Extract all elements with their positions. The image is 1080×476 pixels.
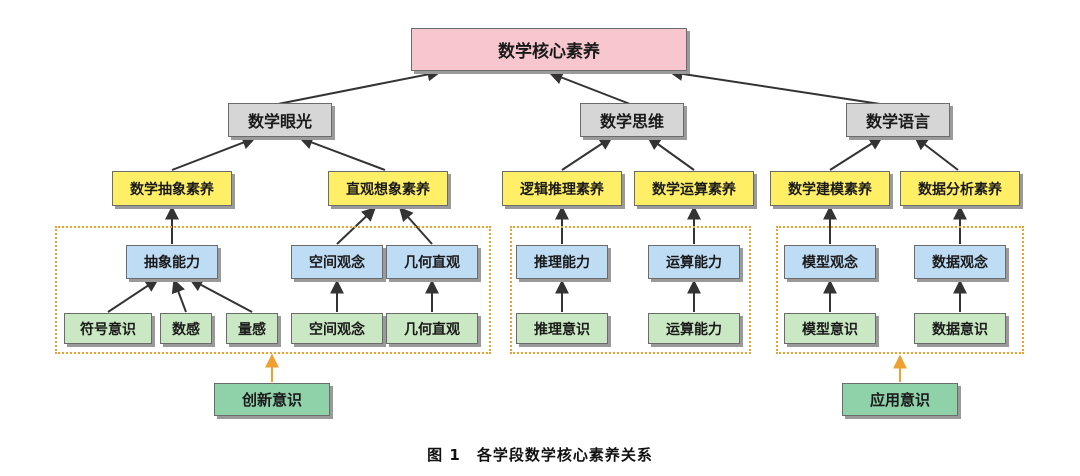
awareness-node: 数据意识 [914,313,1006,344]
awareness-node: 量感 [226,313,278,344]
dimension-node: 数学语言 [846,103,950,137]
literacy-node: 数学建模素养 [770,171,890,206]
awareness-node: 数感 [160,313,212,344]
dimension-node: 数学眼光 [228,103,332,137]
group-language-components [776,226,1024,354]
awareness-node: 运算能力 [648,313,740,344]
awareness-node: 空间观念 [291,313,383,344]
arrow-literacy-3-to-dimension-2 [561,136,614,171]
arrow-literacy-6-to-dimension-3 [913,136,959,171]
literacy-node: 数学运算素养 [634,171,754,206]
dimension-node: 数学思维 [580,103,684,137]
arrow-dimension-1-to-root [277,67,442,105]
awareness-node: 几何直观 [386,313,478,344]
ability-node: 推理能力 [516,245,608,279]
arrow-awareness-1-to-ability-1 [107,278,160,313]
literacy-node: 数据分析素养 [900,171,1020,206]
group-thinking-components [510,226,751,354]
ability-node: 数据观念 [914,245,1006,279]
awareness-node: 推理意识 [516,313,608,344]
arrow-dimension-2-to-root [548,71,631,105]
ability-node: 几何直观 [386,245,478,279]
arrow-literacy-5-to-dimension-3 [829,136,884,171]
ability-node: 空间观念 [291,245,383,279]
arrow-literacy-1-to-dimension-1 [171,136,257,171]
arrow-literacy-4-to-dimension-2 [646,136,695,171]
arrow-dimension-3-to-root [668,66,881,105]
literacy-node: 逻辑推理素养 [502,171,622,206]
literacy-node: 数学抽象素养 [112,171,232,206]
root-node: 数学核心素养 [411,28,687,71]
figure-caption: 图 1 各学段数学核心素养关系 [427,446,653,464]
ability-node: 抽象能力 [126,245,218,279]
ability-node: 运算能力 [648,245,740,279]
arrow-awareness-3-to-ability-1 [188,278,253,313]
awareness-node: 符号意识 [64,313,152,344]
awareness-node: 模型意识 [784,313,876,344]
arrow-awareness-2-to-ability-1 [171,278,187,313]
literacy-node: 直观想象素养 [328,171,448,206]
ability-node: 模型观念 [784,245,876,279]
mindset-node: 创新意识 [214,383,330,416]
mindset-node: 应用意识 [842,383,958,416]
group-vision-components [55,226,491,354]
arrow-literacy-2-to-dimension-1 [298,135,386,171]
